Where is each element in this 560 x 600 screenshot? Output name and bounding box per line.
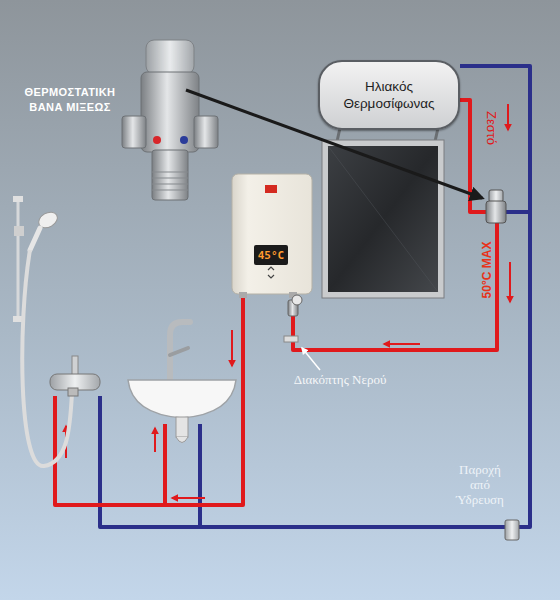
valve-port [122, 116, 146, 148]
flow-arrow [172, 497, 205, 499]
button-up [268, 267, 274, 270]
flow-label: Ζεστό [484, 111, 499, 145]
valve-body [141, 72, 199, 152]
hot-pipe [55, 292, 243, 505]
pointer-arrow [302, 348, 320, 370]
cold-pipe [198, 424, 202, 527]
thread-line [152, 172, 188, 173]
supply-label: Παροχή από Ύδρευση [449, 462, 511, 507]
temperature-limit: 50°C MAX [480, 242, 494, 299]
faucet-lever [170, 348, 188, 355]
tap-knob [292, 295, 302, 305]
hot-pipe [163, 424, 167, 505]
mixer-handle [72, 356, 78, 376]
valve-heading: ΘΕΡΜΟΣΤΑΤΙΚΗ ΒΑΝΑ ΜΙΞΕΩΣ [14, 85, 126, 115]
thread-lines [152, 172, 188, 190]
hot-dot [153, 136, 161, 144]
water-heater [232, 174, 312, 298]
mixer-outlet [68, 388, 78, 396]
basin [128, 380, 236, 418]
valve-body [486, 201, 506, 223]
valve-cap [489, 190, 503, 202]
cold-pipe [506, 210, 530, 214]
mixing-valve-small [486, 190, 506, 223]
flow-arrow [384, 343, 420, 345]
faucet [170, 322, 190, 382]
flow-arrow [507, 104, 509, 130]
collector-frame [322, 140, 444, 298]
shower-hose [22, 250, 72, 466]
brand-logo [265, 185, 277, 193]
rail-mount [13, 196, 23, 202]
thread-line [152, 190, 188, 191]
cold-pipe [100, 66, 530, 527]
button-down [268, 275, 274, 278]
node-text: Ηλιακός Θερμοσίφωνας [334, 78, 444, 112]
display [254, 245, 288, 265]
thermostatic-valve-picture [122, 40, 218, 200]
supply-fitting [505, 520, 519, 540]
flow-arrow [509, 262, 511, 302]
flow-arrow [154, 428, 156, 452]
hot-pipes [55, 100, 497, 505]
tap-label: Διακόπτης Νερού [292, 372, 388, 387]
thread-line [152, 184, 188, 185]
solar-tank: Ηλιακός Θερμοσίφωνας [318, 60, 460, 130]
flow-arrow [231, 330, 233, 366]
panel-glare [328, 146, 438, 292]
rail-holder [14, 226, 24, 236]
display-reading: 45°C [258, 249, 285, 262]
valve-cap [146, 40, 194, 74]
cold-pipes [100, 66, 530, 527]
flow-arrows [66, 104, 510, 498]
sink [128, 322, 236, 443]
heater-outlet [239, 292, 247, 298]
shower [13, 196, 100, 466]
tap-fitting [284, 336, 298, 342]
thread-line [152, 178, 188, 179]
collector-panel [328, 146, 438, 292]
valve-port [194, 116, 218, 148]
valve-port [152, 150, 188, 200]
drain [176, 417, 188, 437]
trap [176, 437, 188, 443]
heater-body [232, 174, 312, 294]
shower-handle [30, 228, 40, 250]
shower-rail [17, 198, 20, 320]
cold-dot [180, 136, 188, 144]
water-tap [284, 295, 302, 342]
